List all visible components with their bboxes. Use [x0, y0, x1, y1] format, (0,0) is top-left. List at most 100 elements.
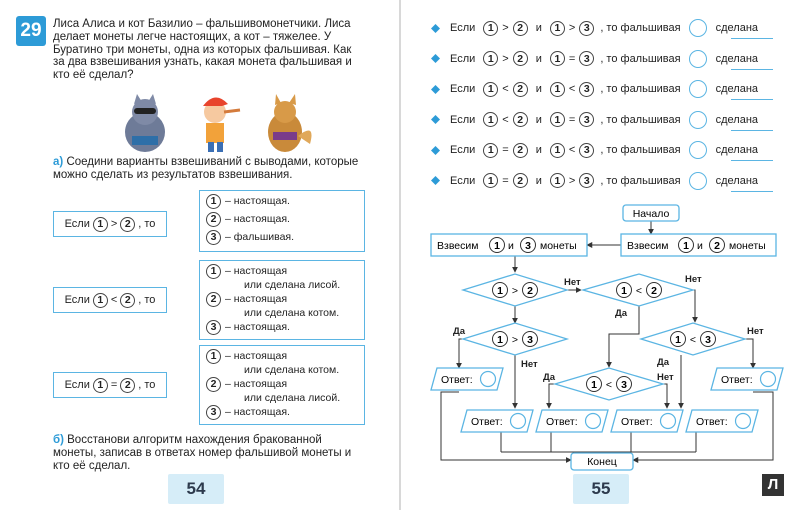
- result-continuation: или сделана котом.: [244, 364, 340, 376]
- coin-circle: 2: [120, 292, 136, 308]
- answer-circle-input[interactable]: [688, 19, 707, 37]
- answer-circle-input[interactable]: [688, 80, 707, 98]
- answer-label: Ответ:: [721, 374, 753, 386]
- answer-circle-input: [479, 370, 497, 388]
- coin-circle: 3: [579, 51, 595, 66]
- answer-line-input[interactable]: [731, 38, 773, 39]
- answer-line-input[interactable]: [731, 190, 773, 192]
- coin-number: 3: [525, 240, 531, 252]
- condition-box-less[interactable]: Если 1 < 2 , то: [53, 287, 167, 313]
- part-b-body: Восстанови алгоритм нахождения бракованн…: [53, 434, 352, 472]
- made-by-word: сделана: [715, 83, 759, 95]
- characters-illustration: [125, 94, 312, 152]
- comparison-sign: <: [636, 285, 642, 297]
- answer-label: Ответ:: [471, 416, 503, 428]
- coins-word: монеты: [729, 240, 766, 252]
- coin-number: 1: [497, 334, 503, 346]
- answer-line-input[interactable]: [731, 129, 773, 131]
- then-fake-text: , то фальшивая: [600, 22, 681, 34]
- coin-circle: 1: [206, 193, 221, 209]
- answer-label: Ответ:: [696, 416, 728, 428]
- answer-circle-input[interactable]: [688, 171, 707, 190]
- answer-circle-input[interactable]: [688, 110, 707, 129]
- coin-number: 1: [497, 285, 503, 297]
- result-box-2[interactable]: 1– настоящая или сделана лисой. 2– насто…: [199, 260, 365, 340]
- start-label: Начало: [633, 208, 670, 220]
- answer-line-input[interactable]: [731, 68, 773, 70]
- coin-circle: 1: [92, 216, 108, 232]
- then-word: , то: [138, 294, 156, 306]
- coin-circle: 2: [512, 112, 528, 127]
- no-label: Нет: [657, 372, 674, 383]
- and-word: и: [697, 240, 703, 252]
- answer-circle-input: [734, 412, 752, 430]
- decision-d3: 1 > 3: [460, 322, 570, 356]
- condition-box-equal[interactable]: Если 1 = 2 , то: [53, 372, 167, 398]
- coin-circle: 1: [483, 81, 499, 97]
- coin-circle: 1: [92, 292, 108, 308]
- task-text: Лиса Алиса и кот Базилио – фальшивомонет…: [53, 18, 352, 82]
- coin-circle: 2: [512, 51, 528, 66]
- coin-number: 1: [683, 240, 689, 252]
- result-line: 3– настоящая.: [206, 404, 358, 420]
- coin-circle: 2: [206, 376, 221, 392]
- coin-circle: 1: [549, 112, 565, 127]
- answer-line-input[interactable]: [731, 160, 773, 161]
- then-word: , то: [138, 379, 156, 391]
- coin-number: 2: [714, 240, 720, 252]
- coin-circle: 2: [512, 173, 528, 188]
- coin-circle: 3: [579, 81, 595, 97]
- answer-box: Ответ:: [460, 409, 534, 433]
- answer-circle-input: [509, 412, 527, 430]
- comparison-sign: >: [568, 174, 576, 187]
- if-word: Если: [450, 22, 476, 34]
- condition-box-greater[interactable]: Если 1 > 2 , то: [53, 211, 167, 237]
- comparison-sign: <: [690, 334, 696, 346]
- result-line: 1– настоящая: [206, 263, 358, 279]
- result-line: 2– настоящая: [206, 376, 358, 392]
- flow-end: Конец: [570, 452, 634, 471]
- result-line: 2– настоящая.: [206, 211, 358, 227]
- coin-circle: 3: [206, 229, 221, 245]
- coin-number: 3: [705, 334, 711, 346]
- part-b-label: б): [53, 434, 64, 446]
- result-box-1[interactable]: 1– настоящая. 2– настоящая. 3– фальшивая…: [199, 190, 365, 252]
- result-text: – фальшивая.: [225, 231, 295, 243]
- comparison-sign: <: [110, 294, 118, 306]
- made-by-word: сделана: [715, 52, 759, 65]
- answer-box: Ответ:: [685, 409, 759, 433]
- coin-circle: 3: [206, 319, 221, 335]
- answer-box: Ответ:: [710, 367, 784, 391]
- result-box-3[interactable]: 1– настоящая или сделана котом. 2– насто…: [199, 345, 365, 425]
- answer-circle-input[interactable]: [688, 141, 707, 159]
- result-continuation: или сделана котом.: [244, 307, 340, 319]
- coins-word: монеты: [540, 240, 577, 252]
- coin-circle: 1: [483, 51, 499, 66]
- comparison-sign: >: [502, 22, 509, 34]
- answer-line-input[interactable]: [731, 99, 773, 100]
- comparison-sign: >: [512, 334, 518, 346]
- comparison-sign: =: [110, 379, 118, 391]
- task-number-badge: 29: [16, 16, 46, 46]
- coin-circle: 1: [549, 81, 565, 97]
- result-text: – настоящая.: [225, 213, 290, 225]
- answer-label: Ответ:: [546, 416, 578, 428]
- result-text: – настоящая: [225, 350, 288, 362]
- coin-circle: 2: [512, 142, 528, 158]
- if-word: Если: [450, 174, 476, 187]
- then-fake-text: , то фальшивая: [600, 144, 681, 156]
- comparison-sign: <: [568, 83, 576, 95]
- result-line: 3 – фальшивая.: [206, 229, 358, 245]
- result-text: – настоящая.: [225, 406, 290, 418]
- answer-circle-input[interactable]: [688, 49, 707, 68]
- flow-start: Начало: [622, 204, 680, 222]
- then-fake-text: , то фальшивая: [600, 174, 681, 187]
- comparison-sign: >: [568, 22, 576, 34]
- result-line: 1– настоящая.: [206, 193, 358, 209]
- and-word: и: [535, 22, 542, 34]
- coin-circle: 2: [120, 216, 136, 232]
